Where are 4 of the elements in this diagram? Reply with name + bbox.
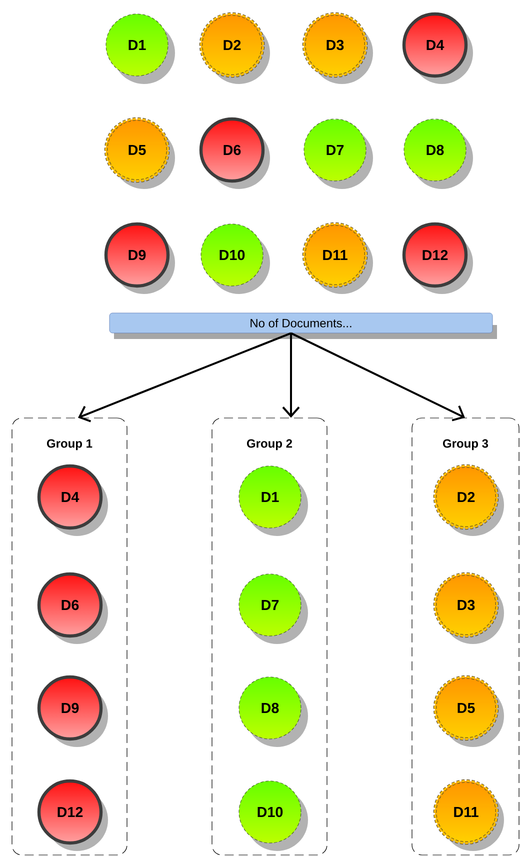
arrow [282, 333, 300, 418]
arrow [78, 332, 292, 422]
arrow [290, 332, 465, 422]
title-bar: No of Documents... [109, 312, 497, 339]
